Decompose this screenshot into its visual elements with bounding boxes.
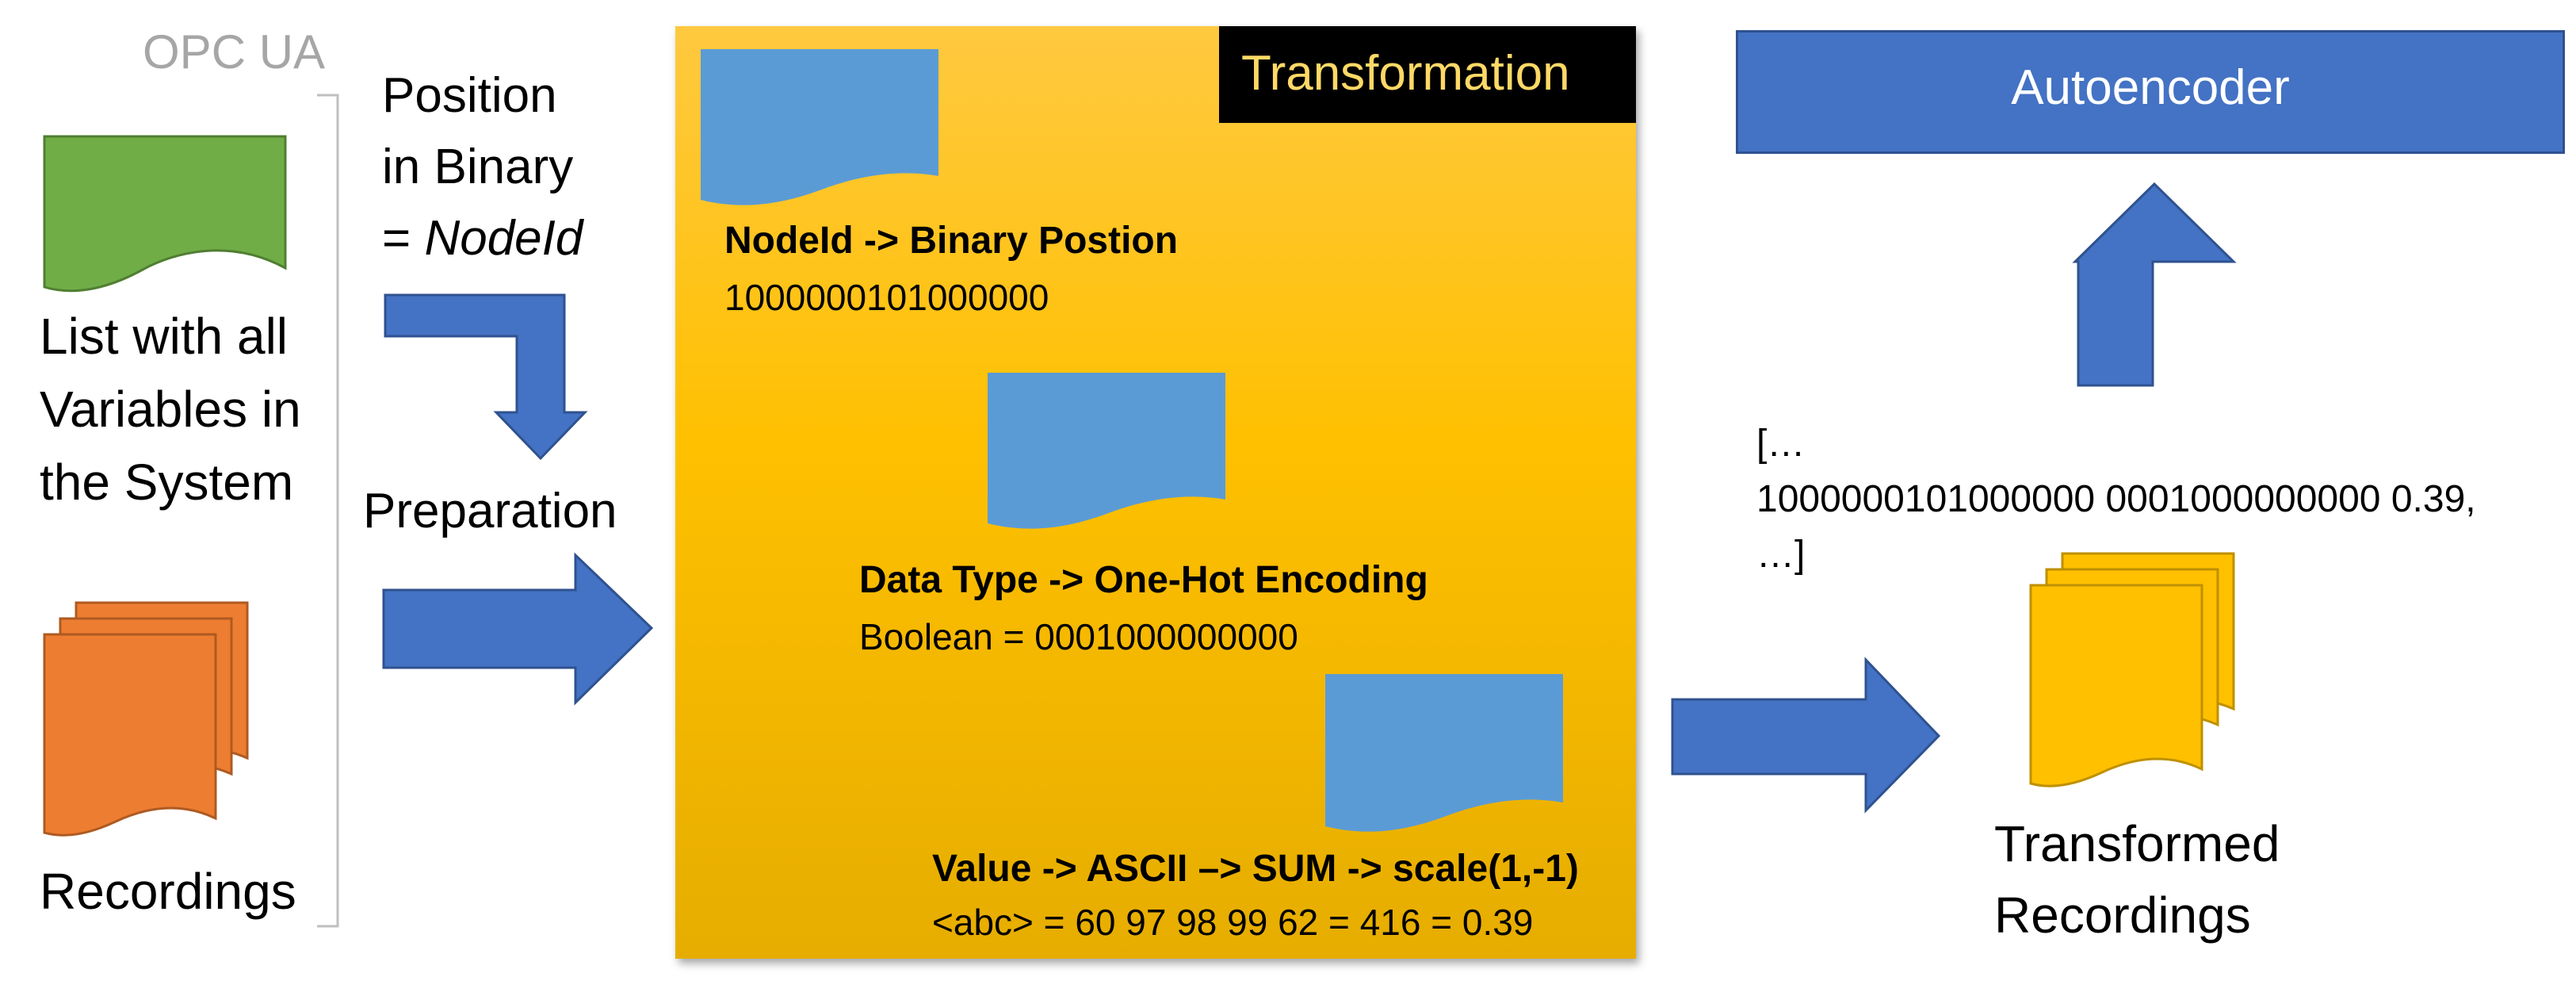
step-1-heading: NodeId -> Binary Postion [724, 220, 1179, 262]
variables-label-line-2: Variables in [40, 381, 301, 438]
variables-label-line-1: List with all [40, 308, 288, 365]
datatype-document-icon [988, 373, 1225, 529]
vector-line-1: [… [1756, 423, 1806, 465]
transformed-multi-document-icon [2029, 552, 2235, 787]
position-note-line-1: Position [382, 68, 557, 123]
bent-down-arrow-icon [384, 293, 588, 461]
preparation-label: Preparation [363, 484, 617, 538]
transformation-title-banner [1219, 26, 1636, 123]
transformed-label-line-1: Transformed [1994, 815, 2280, 872]
position-note-line-3: = NodeId [382, 214, 583, 263]
autoencoder-box [1736, 30, 2565, 154]
step-1-example: 1000000101000000 [724, 277, 1049, 318]
variables-document-icon [43, 135, 287, 293]
transformed-label-line-2: Recordings [1994, 887, 2251, 944]
position-note-prefix: = [382, 211, 425, 266]
step-2-example: Boolean = 0001000000000 [859, 616, 1298, 657]
transformation-title: Transformation [1241, 46, 1570, 101]
position-note-line-2: in Binary [382, 140, 574, 194]
recordings-label: Recordings [40, 863, 296, 920]
opc-ua-bracket-icon [317, 94, 339, 928]
opc-ua-label: OPC UA [143, 25, 326, 79]
step-2-heading: Data Type -> One-Hot Encoding [859, 559, 1428, 601]
prep-right-arrow-icon [382, 552, 654, 706]
output-right-arrow-icon [1671, 657, 1941, 814]
autoencoder-label: Autoencoder [2011, 60, 2290, 115]
value-document-icon [1325, 674, 1563, 832]
autoencoder-input-arrow-icon [2072, 182, 2237, 387]
vector-line-3: …] [1756, 534, 1806, 576]
recordings-multi-document-icon [43, 601, 249, 837]
nodeid-document-icon [701, 49, 938, 205]
step-3-heading: Value -> ASCII –> SUM -> scale(1,-1) [932, 848, 1579, 890]
vector-line-2: 1000000101000000 0001000000000 0.39, [1756, 478, 2476, 520]
position-note-nodeid: NodeId [424, 211, 583, 266]
variables-label-line-3: the System [40, 454, 294, 511]
step-3-example: <abc> = 60 97 98 99 62 = 416 = 0.39 [932, 902, 1534, 943]
